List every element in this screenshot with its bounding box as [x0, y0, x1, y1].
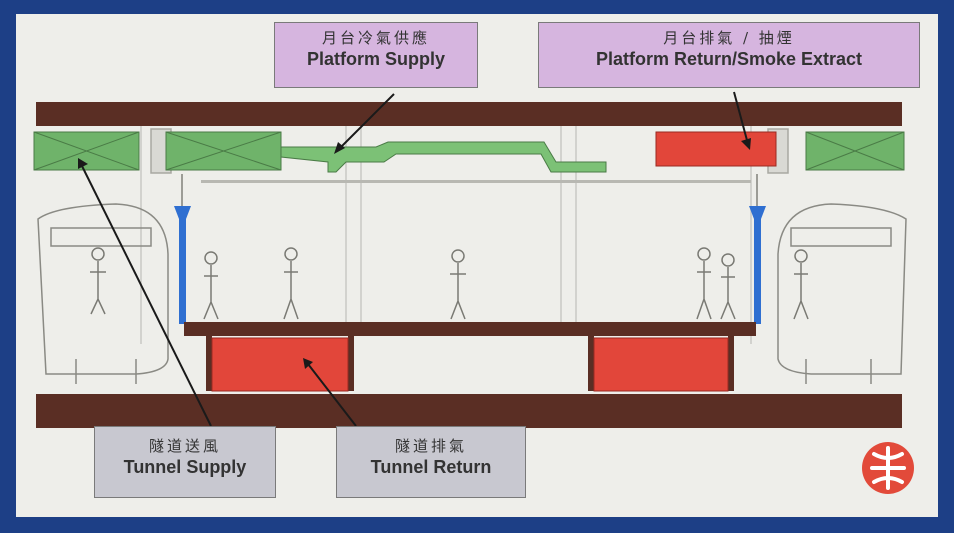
leader-lines	[80, 91, 749, 427]
drop-pipes	[174, 206, 766, 324]
station-ventilation-diagram	[33, 91, 914, 494]
platform-supply-duct	[280, 141, 607, 173]
tunnel-return-label: 隧道排氣 Tunnel Return	[336, 426, 526, 498]
left-train	[37, 203, 169, 384]
tunnel-supply-label: 隧道送風 Tunnel Supply	[94, 426, 276, 498]
leader-arrowheads	[78, 138, 751, 369]
platform-supply-label-zh: 月台冷氣供應	[321, 29, 430, 47]
platform-return-label-zh: 月台排氣 / 抽煙	[663, 29, 795, 47]
roof-slab	[36, 102, 902, 126]
pipe-fittings	[181, 174, 758, 206]
platform-supply-label-en: Platform Supply	[306, 48, 445, 69]
tunnel-supply-label-zh: 隧道送風	[148, 437, 221, 455]
passenger-figures	[90, 247, 809, 320]
right-train	[777, 203, 907, 384]
platform-return-label-en: Platform Return/Smoke Extract	[595, 48, 863, 69]
mtr-logo-icon	[862, 442, 914, 494]
tunnel-return-label-zh: 隧道排氣	[394, 437, 467, 455]
floor-slab	[36, 394, 902, 428]
platform-slab	[184, 322, 756, 336]
ceiling-line	[201, 180, 751, 183]
tunnel-supply-label-en: Tunnel Supply	[123, 456, 247, 477]
under-platform-walls	[206, 336, 734, 391]
tunnel-return-ducts	[211, 337, 729, 392]
platform-return-label: 月台排氣 / 抽煙 Platform Return/Smoke Extract	[538, 22, 920, 88]
platform-supply-label: 月台冷氣供應 Platform Supply	[274, 22, 478, 88]
duct-cross-marks	[33, 131, 905, 171]
diagram-frame: 月台冷氣供應 Platform Supply 月台排氣 / 抽煙 Platfor…	[16, 14, 938, 517]
platform-return-duct	[655, 131, 777, 167]
tunnel-return-label-en: Tunnel Return	[370, 456, 492, 477]
